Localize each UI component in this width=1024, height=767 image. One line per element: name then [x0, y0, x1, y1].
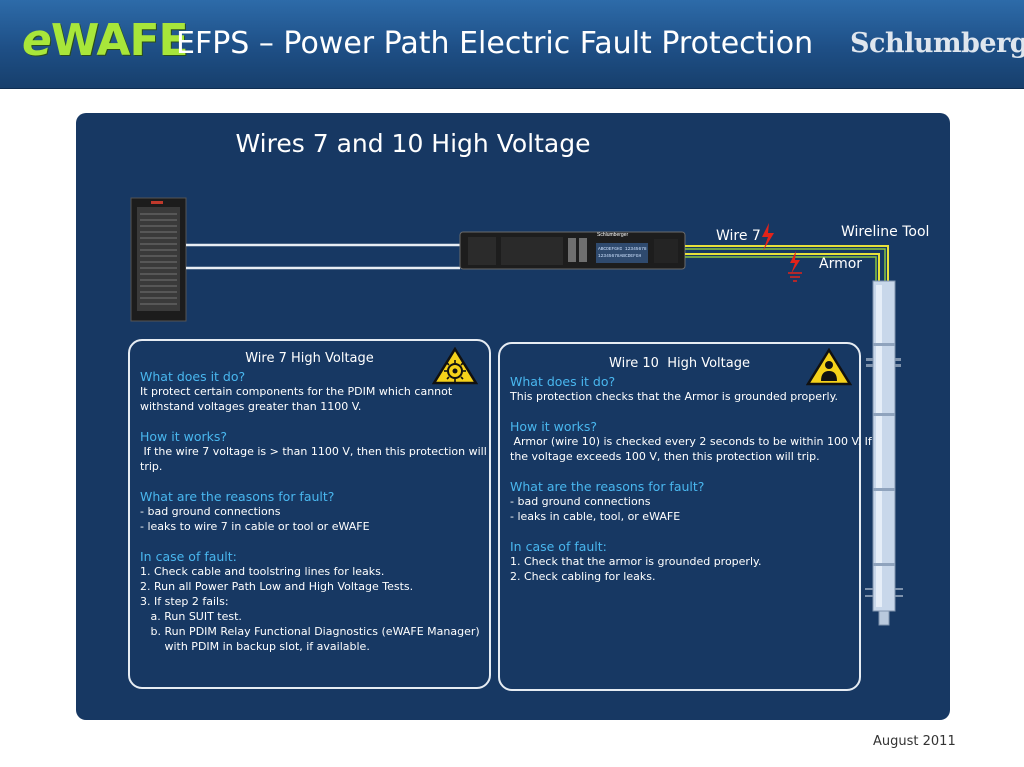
lightning-icon — [790, 251, 800, 274]
box10-text-line: Armor (wire 10) is checked every 2 secon… — [510, 435, 872, 448]
footer-date: August 2011 — [873, 734, 956, 749]
wire7-label: Wire 7 — [716, 228, 761, 244]
wiring-diagram: Schlumberger ABCDEFGHI 12345678 12345678… — [130, 197, 903, 626]
box10-question-reasons: What are the reasons for fault? — [510, 479, 705, 494]
box7-question-what: What does it do? — [140, 369, 246, 384]
lightning-icon — [762, 223, 774, 251]
box10-text-line: 1. Check that the armor is grounded prop… — [510, 555, 762, 568]
slide-title: EFPS – Power Path Electric Fault Protect… — [176, 26, 814, 61]
box7-text-line: a. Run SUIT test. — [140, 610, 242, 623]
box7-question-fault: In case of fault: — [140, 549, 237, 564]
ewafe-unit-icon: Schlumberger ABCDEFGHI 12345678 12345678… — [459, 231, 686, 270]
box7-text-line: - leaks to wire 7 in cable or tool or eW… — [140, 520, 370, 533]
power-rack-icon — [130, 197, 187, 322]
ewafe-logo: eWAFE — [22, 15, 189, 66]
box10-text-line: the voltage exceeds 100 V, then this pro… — [510, 450, 820, 463]
svg-text:12345678ABCDEFGH: 12345678ABCDEFGH — [598, 253, 642, 259]
box10-text-line: - leaks in cable, tool, or eWAFE — [510, 510, 681, 523]
box7-text-line: 1. Check cable and toolstring lines for … — [140, 565, 385, 578]
ground-icon — [788, 272, 802, 282]
box7-text-line: withstand voltages greater than 1100 V. — [140, 400, 362, 413]
wire10-info-box: Wire 10 High Voltage What does it do? Th… — [498, 342, 872, 691]
box10-question-fault: In case of fault: — [510, 539, 607, 554]
box10-text-line: - bad ground connections — [510, 495, 651, 508]
box7-question-reasons: What are the reasons for fault? — [140, 489, 335, 504]
slide-header: eWAFE EFPS – Power Path Electric Fault P… — [0, 0, 1024, 89]
box10-text-line: This protection checks that the Armor is… — [510, 390, 839, 403]
box7-text-line: with PDIM in backup slot, if available. — [140, 640, 370, 653]
box10-text-line: 2. Check cabling for leaks. — [510, 570, 656, 583]
diagram-title: Wires 7 and 10 High Voltage — [235, 129, 591, 158]
box10-question-what: What does it do? — [510, 374, 616, 389]
box7-text-line: 3. If step 2 fails: — [140, 595, 229, 608]
box7-question-how: How it works? — [140, 429, 227, 444]
armor-label: Armor — [819, 256, 863, 272]
diagram-panel: Wires 7 and 10 High Voltage — [76, 113, 950, 720]
box7-text-line: b. Run PDIM Relay Functional Diagnostics… — [140, 625, 480, 638]
wire10-box-title: Wire 10 High Voltage — [609, 356, 750, 371]
box7-text-line: If the wire 7 voltage is > than 1100 V, … — [140, 445, 487, 458]
svg-text:ABCDEFGHI 12345678: ABCDEFGHI 12345678 — [598, 246, 647, 252]
box7-text-line: 2. Run all Power Path Low and High Volta… — [140, 580, 414, 593]
box7-text-line: It protect certain components for the PD… — [140, 385, 453, 398]
person-warning-icon — [806, 348, 852, 386]
wireline-tool-label: Wireline Tool — [841, 224, 930, 240]
high-voltage-warning-icon — [432, 347, 478, 385]
wire7-box-title: Wire 7 High Voltage — [245, 351, 374, 366]
box7-text-line: trip. — [140, 460, 163, 473]
wire7-info-box: Wire 7 High Voltage What does it do? It … — [128, 339, 491, 689]
schlumberger-logo: Schlumberger — [850, 28, 1024, 59]
box10-question-how: How it works? — [510, 419, 597, 434]
wireline-tool-icon — [865, 280, 903, 626]
svg-text:Schlumberger: Schlumberger — [597, 232, 628, 238]
box7-text-line: - bad ground connections — [140, 505, 281, 518]
